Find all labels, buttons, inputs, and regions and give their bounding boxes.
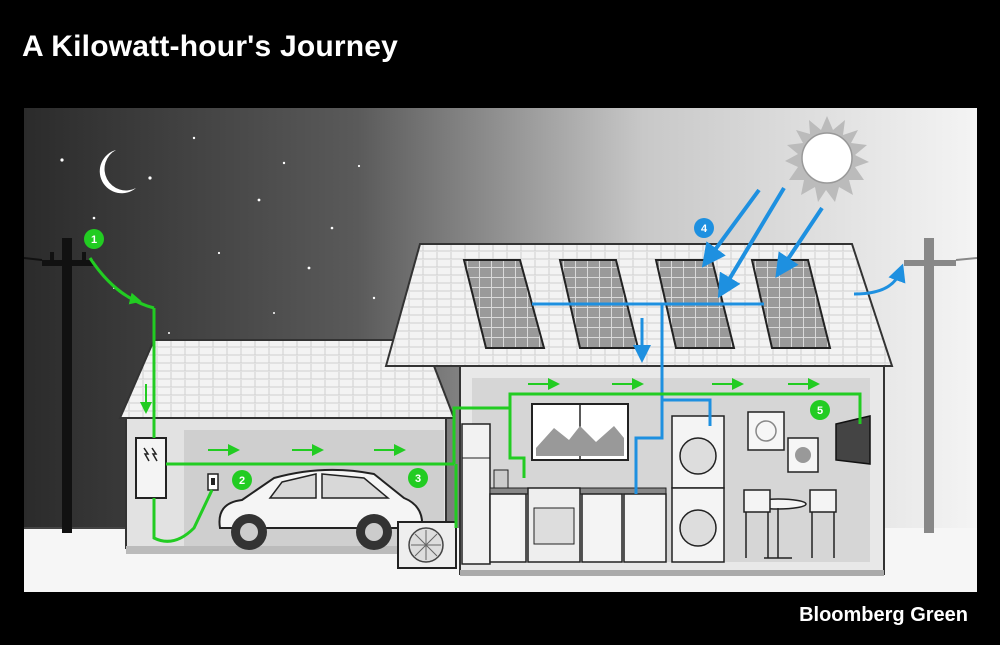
electric-panel-icon: [135, 437, 167, 499]
heat-pump-icon: [397, 521, 457, 569]
grid-flow-lines: [88, 257, 862, 543]
svg-text:2: 2: [239, 475, 245, 487]
energy-diagram: 1 2 3 4 5: [24, 108, 977, 592]
utility-pole-icon: [24, 238, 94, 533]
marker-4: 4: [694, 218, 714, 238]
ev-charger-icon: [207, 473, 219, 491]
refrigerator: [461, 423, 491, 565]
moon-icon: [99, 150, 136, 194]
svg-text:5: 5: [817, 405, 823, 417]
washer-dryer-icon: [671, 415, 725, 563]
kitchen-window: [531, 403, 629, 461]
car-icon: [218, 468, 424, 550]
brand-logo-text: Bloomberg Green: [799, 604, 968, 626]
kitchen-counter: [489, 469, 667, 563]
svg-text:1: 1: [91, 234, 97, 246]
sunlight-arrows: [701, 186, 824, 299]
utility-pole-icon: [904, 238, 977, 533]
svg-text:4: 4: [701, 223, 708, 235]
star-icon: [60, 136, 420, 334]
dining-table: [743, 489, 837, 559]
svg-text:3: 3: [415, 473, 421, 485]
tv-icon: [835, 415, 871, 465]
solar-flow-lines: [532, 263, 906, 494]
marker-2: 2: [232, 470, 252, 490]
wall-art: [747, 411, 819, 473]
sun-icon: [785, 116, 869, 202]
marker-3: 3: [408, 468, 428, 488]
marker-1: 1: [84, 229, 104, 249]
marker-5: 5: [810, 400, 830, 420]
page-title: A Kilowatt-hour's Journey: [22, 30, 399, 63]
grid-flow-arrows: [103, 275, 820, 456]
